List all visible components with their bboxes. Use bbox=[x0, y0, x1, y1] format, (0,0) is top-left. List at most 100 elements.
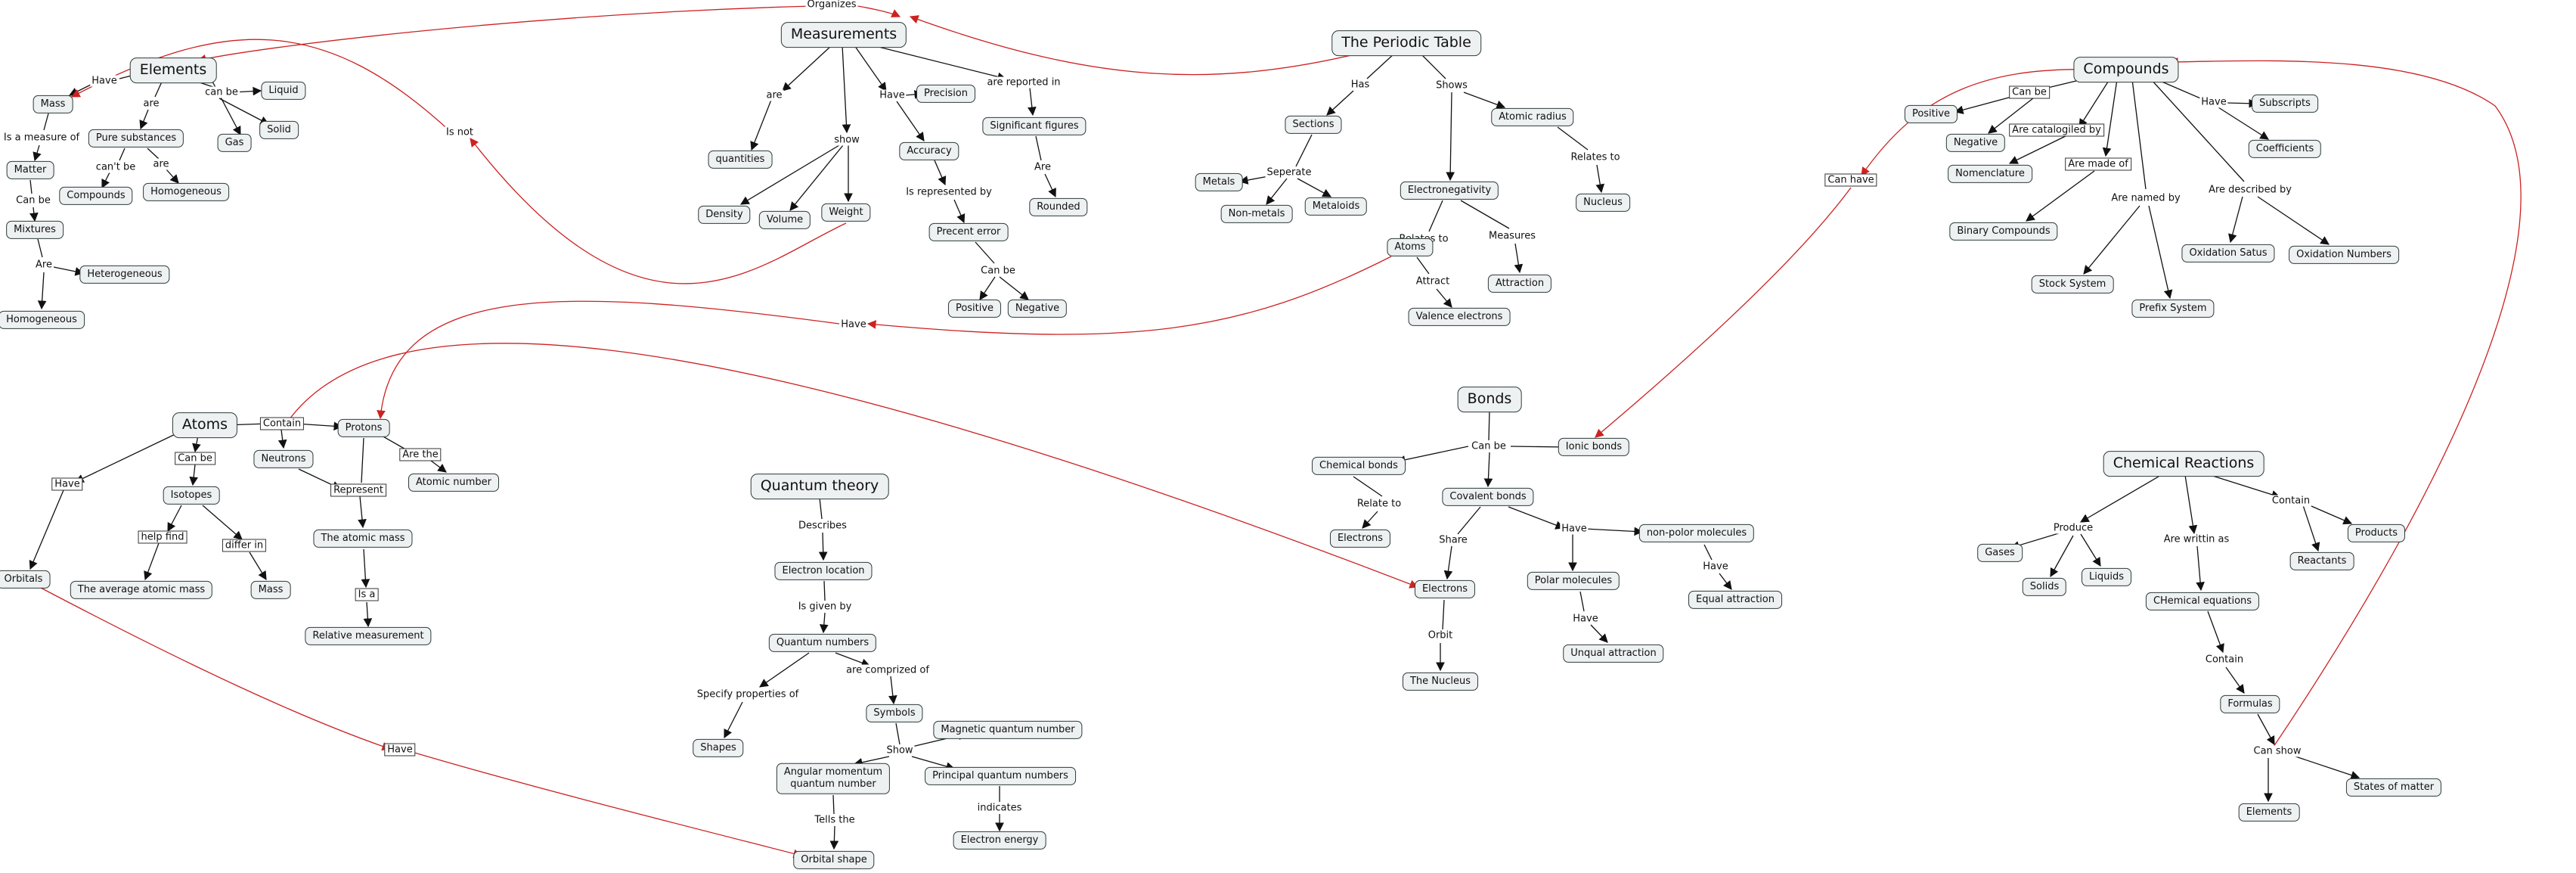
label-have: Have bbox=[90, 75, 119, 87]
node-oxidation-satus[interactable]: Oxidation Satus bbox=[2181, 244, 2275, 263]
node-sections[interactable]: Sections bbox=[1285, 115, 1342, 135]
node-heterogeneous[interactable]: Heterogeneous bbox=[79, 265, 170, 284]
node-positive-comp[interactable]: Positive bbox=[1904, 104, 1958, 124]
node-electronegativity[interactable]: Electronegativity bbox=[1400, 181, 1499, 200]
node-electrons-cov[interactable]: Electrons bbox=[1414, 579, 1476, 599]
node-symbols[interactable]: Symbols bbox=[866, 704, 923, 723]
node-gas[interactable]: Gas bbox=[217, 133, 252, 153]
node-mass[interactable]: Mass bbox=[33, 95, 73, 114]
connector-line bbox=[37, 238, 43, 258]
node-states-of-matter[interactable]: States of matter bbox=[2345, 778, 2442, 797]
node-chemical-reactions[interactable]: Chemical Reactions bbox=[2103, 451, 2264, 477]
node-homogeneous-mix[interactable]: Homogeneous bbox=[0, 310, 85, 330]
node-atomic-radius[interactable]: Atomic radius bbox=[1491, 107, 1574, 127]
node-positive-pe[interactable]: Positive bbox=[947, 299, 1002, 318]
connector-line bbox=[1366, 52, 1396, 79]
node-compounds-small[interactable]: Compounds bbox=[59, 186, 133, 206]
node-homogeneous-ps[interactable]: Homogeneous bbox=[143, 182, 229, 202]
node-metaloids[interactable]: Metaloids bbox=[1304, 197, 1368, 216]
node-atoms[interactable]: Atoms bbox=[172, 412, 238, 438]
node-chemical-equations[interactable]: CHemical equations bbox=[2145, 592, 2260, 611]
node-mixtures[interactable]: Mixtures bbox=[6, 220, 64, 240]
node-volume[interactable]: Volume bbox=[758, 210, 811, 230]
node-valence-electrons[interactable]: Valence electrons bbox=[1408, 307, 1511, 327]
node-coefficients[interactable]: Coefficients bbox=[2248, 139, 2322, 159]
node-atomic-mass[interactable]: The atomic mass bbox=[313, 529, 413, 548]
node-avg-atomic-mass[interactable]: The average atomic mass bbox=[70, 580, 213, 600]
node-magnetic-qn[interactable]: Magnetic quantum number bbox=[933, 720, 1083, 740]
node-matter[interactable]: Matter bbox=[6, 160, 54, 180]
node-principal-qn[interactable]: Principal quantum numbers bbox=[925, 766, 1076, 786]
node-atoms-pt[interactable]: Atoms bbox=[1387, 238, 1434, 257]
node-shapes[interactable]: Shapes bbox=[693, 738, 744, 758]
node-stock-system[interactable]: Stock System bbox=[2031, 275, 2114, 294]
node-isotopes[interactable]: Isotopes bbox=[163, 486, 220, 505]
label-are-written-as: Are writtin as bbox=[2162, 533, 2231, 545]
node-accuracy[interactable]: Accuracy bbox=[899, 141, 959, 161]
node-measurements[interactable]: Measurements bbox=[780, 22, 907, 48]
node-protons[interactable]: Protons bbox=[337, 418, 390, 438]
connector-line bbox=[1954, 95, 2018, 114]
node-elements-cs[interactable]: Elements bbox=[2238, 803, 2300, 822]
node-compounds[interactable]: Compounds bbox=[2073, 57, 2179, 82]
node-significant-figures[interactable]: Significant figures bbox=[982, 117, 1087, 136]
node-precision[interactable]: Precision bbox=[916, 84, 976, 104]
node-neutrons[interactable]: Neutrons bbox=[253, 449, 314, 469]
node-electron-location[interactable]: Electron location bbox=[774, 561, 873, 581]
node-oxidation-numbers[interactable]: Oxidation Numbers bbox=[2289, 245, 2399, 265]
node-quantities[interactable]: quantities bbox=[708, 150, 773, 169]
node-periodic-table[interactable]: The Periodic Table bbox=[1331, 30, 1481, 56]
node-precent-error[interactable]: Precent error bbox=[928, 222, 1009, 242]
node-rounded[interactable]: Rounded bbox=[1029, 197, 1088, 217]
node-polar-molecules[interactable]: Polar molecules bbox=[1527, 571, 1620, 591]
node-negative-pe[interactable]: Negative bbox=[1007, 299, 1068, 318]
node-solids[interactable]: Solids bbox=[2022, 577, 2067, 597]
node-orbital-shape[interactable]: Orbital shape bbox=[793, 850, 875, 870]
node-formulas[interactable]: Formulas bbox=[2220, 694, 2280, 714]
node-chemical-bonds[interactable]: Chemical bonds bbox=[1312, 456, 1406, 476]
node-non-metals[interactable]: Non-metals bbox=[1220, 204, 1293, 224]
node-the-nucleus[interactable]: The Nucleus bbox=[1402, 672, 1479, 691]
node-subscripts[interactable]: Subscripts bbox=[2252, 94, 2318, 113]
node-prefix-system[interactable]: Prefix System bbox=[2131, 299, 2215, 318]
node-elements[interactable]: Elements bbox=[129, 57, 217, 83]
connector-line bbox=[1514, 243, 1524, 274]
node-orbitals[interactable]: Orbitals bbox=[0, 570, 51, 589]
node-gases[interactable]: Gases bbox=[1977, 543, 2023, 563]
node-binary-compounds[interactable]: Binary Compounds bbox=[1949, 222, 2058, 241]
node-electron-energy[interactable]: Electron energy bbox=[953, 831, 1046, 850]
node-solid[interactable]: Solid bbox=[259, 120, 299, 140]
node-weight[interactable]: Weight bbox=[821, 203, 871, 222]
node-atomic-number[interactable]: Atomic number bbox=[408, 473, 500, 492]
node-negative-comp[interactable]: Negative bbox=[1945, 133, 2006, 153]
connector-line bbox=[363, 601, 373, 628]
node-attraction[interactable]: Attraction bbox=[1487, 274, 1552, 294]
node-covalent-bonds[interactable]: Covalent bonds bbox=[1442, 487, 1534, 507]
node-nomenclature[interactable]: Nomenclature bbox=[1948, 164, 2032, 184]
connector-line bbox=[74, 430, 182, 483]
node-unequal-attraction[interactable]: Unqual attraction bbox=[1563, 644, 1664, 663]
node-quantum-theory[interactable]: Quantum theory bbox=[750, 474, 889, 499]
connector-line bbox=[1483, 452, 1493, 488]
node-non-polar[interactable]: non-polor molecules bbox=[1638, 523, 1755, 543]
connector-line bbox=[895, 722, 901, 745]
node-metals[interactable]: Metals bbox=[1195, 172, 1243, 192]
node-relative-measurement[interactable]: Relative measurement bbox=[305, 626, 432, 646]
node-bonds[interactable]: Bonds bbox=[1457, 387, 1522, 412]
node-liquids[interactable]: Liquids bbox=[2082, 567, 2131, 587]
node-ionic-bonds[interactable]: Ionic bonds bbox=[1558, 437, 1630, 457]
node-equal-attraction[interactable]: Equal attraction bbox=[1688, 590, 1782, 610]
node-reactants[interactable]: Reactants bbox=[2289, 551, 2354, 571]
label-are-sf: Are bbox=[1033, 161, 1052, 173]
node-products[interactable]: Products bbox=[2347, 523, 2406, 543]
node-quantum-numbers[interactable]: Quantum numbers bbox=[768, 633, 877, 653]
node-liquid[interactable]: Liquid bbox=[261, 81, 306, 101]
node-pure-substances[interactable]: Pure substances bbox=[88, 129, 184, 148]
node-electrons-cb[interactable]: Electrons bbox=[1329, 529, 1391, 548]
node-mass-iso[interactable]: Mass bbox=[250, 580, 291, 600]
node-nucleus[interactable]: Nucleus bbox=[1576, 193, 1630, 213]
connector-line bbox=[1584, 527, 1644, 536]
node-density[interactable]: Density bbox=[698, 205, 751, 225]
connector-line bbox=[1457, 506, 1481, 535]
node-angular-qn[interactable]: Angular momentum quantum number bbox=[776, 763, 891, 794]
